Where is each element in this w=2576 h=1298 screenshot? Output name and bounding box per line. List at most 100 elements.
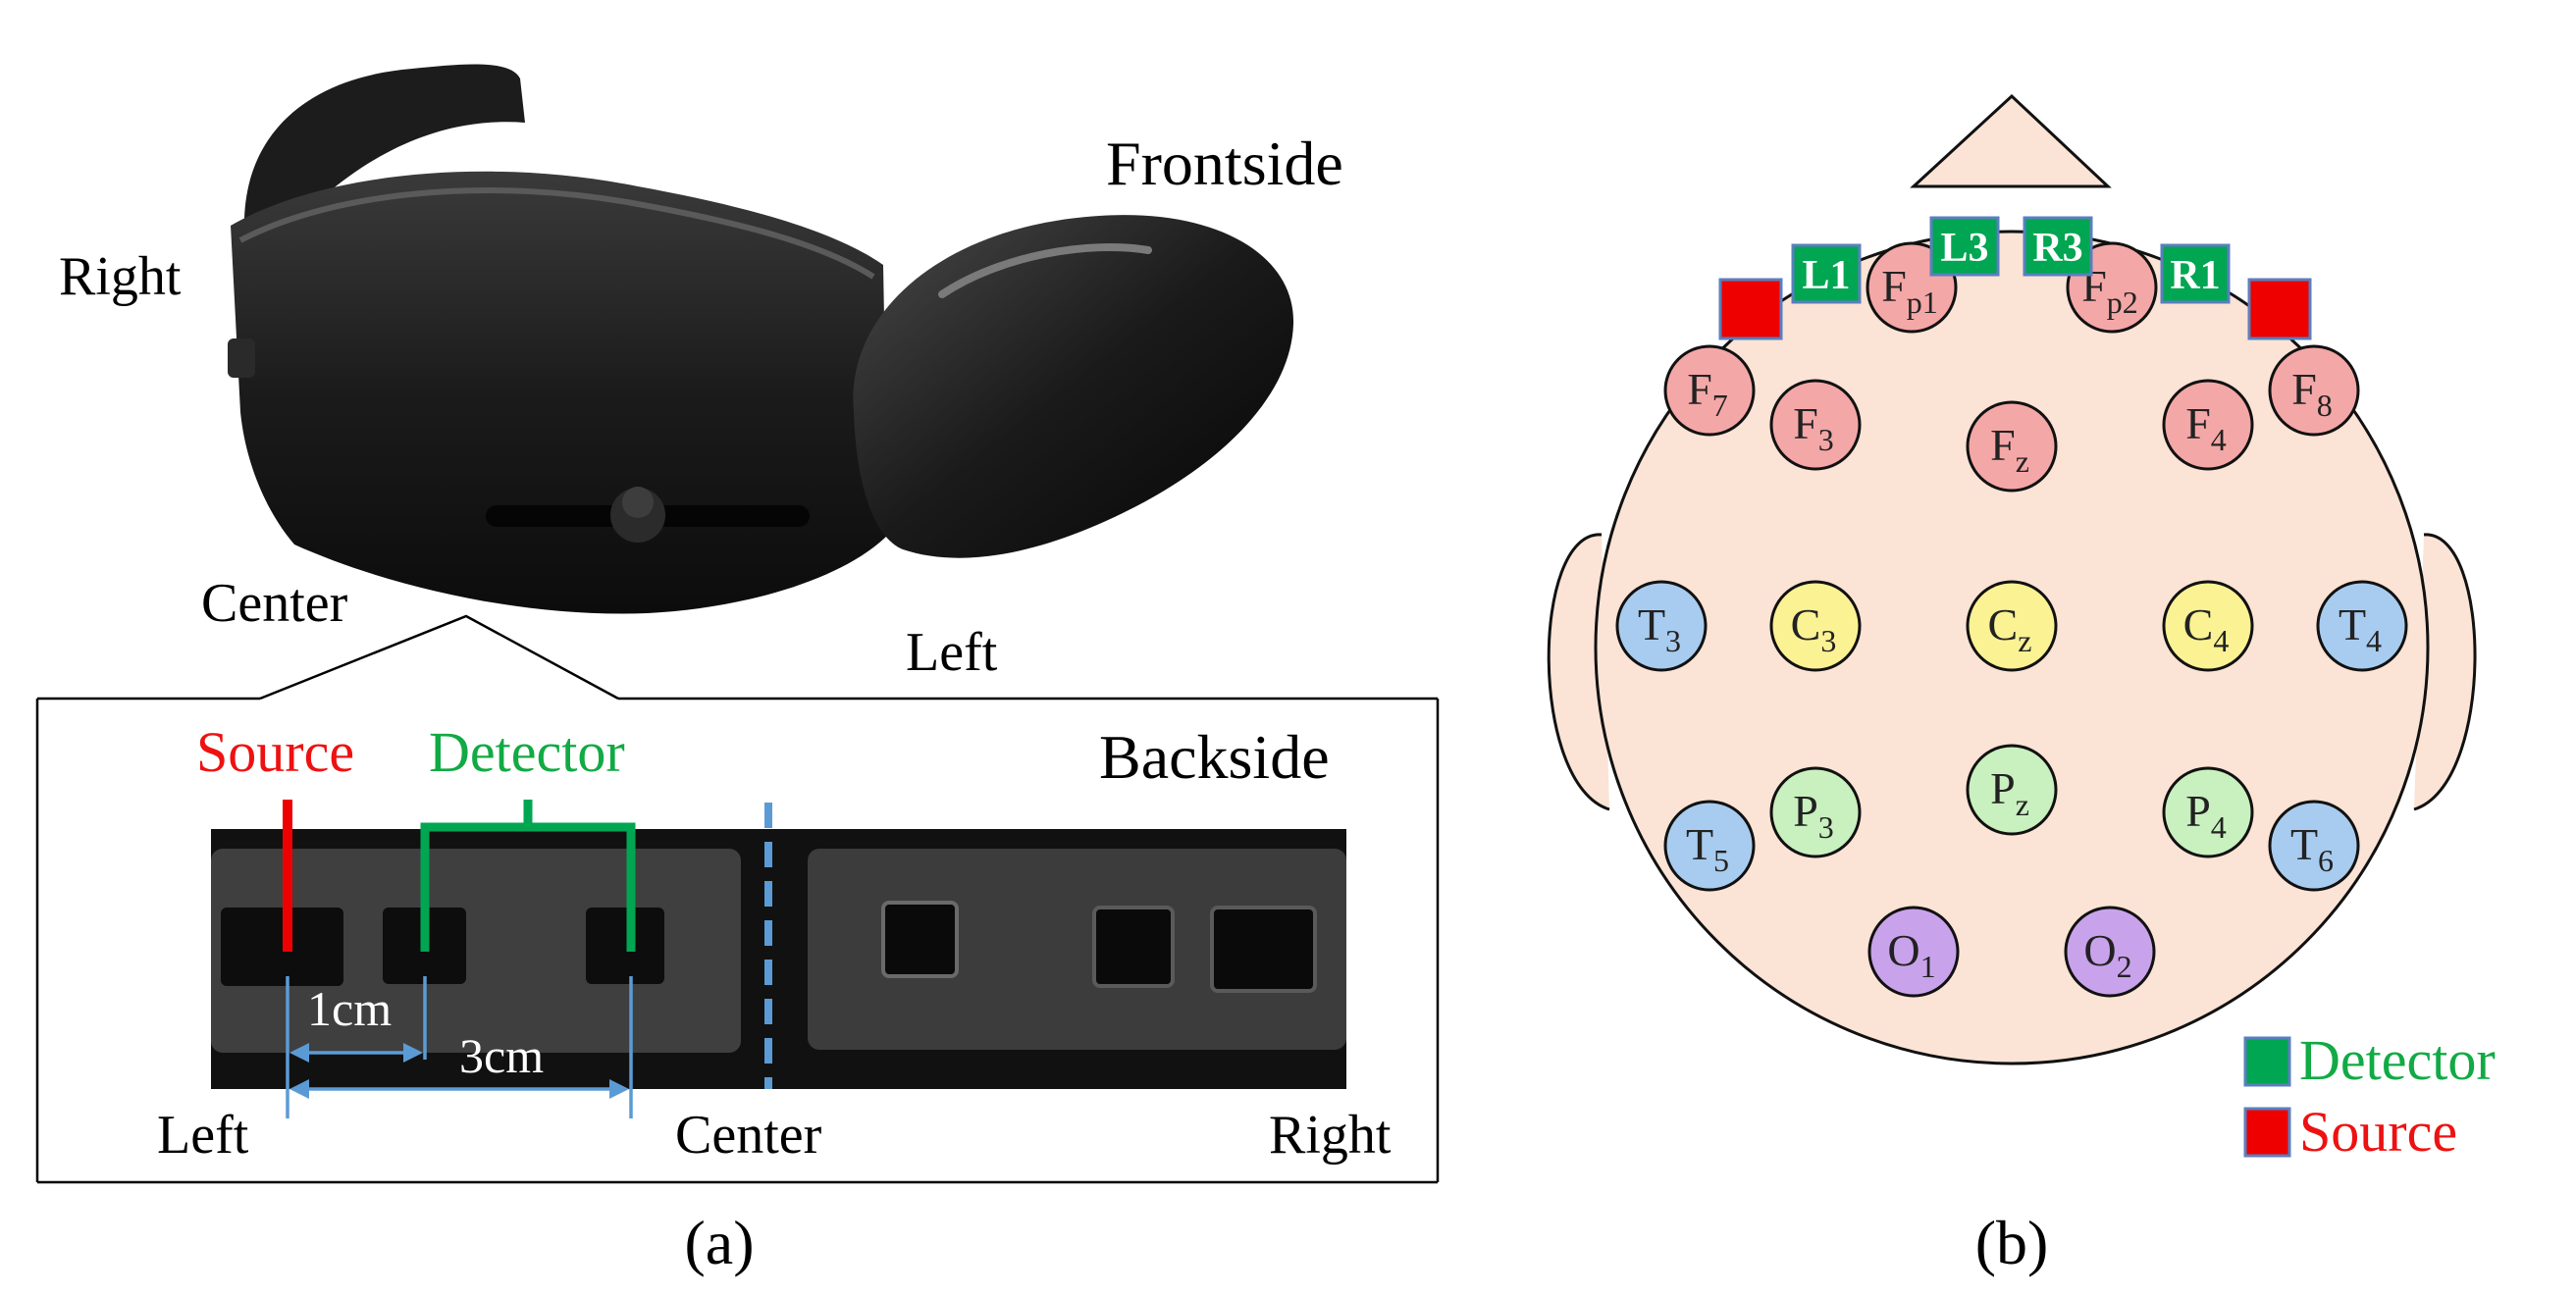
electrode-label: Pz bbox=[1990, 763, 2029, 822]
detector-box bbox=[2023, 216, 2093, 277]
electrode-label-sub: 2 bbox=[2117, 949, 2132, 984]
nose bbox=[1910, 93, 2112, 188]
electrode-label-base: F bbox=[1687, 364, 1712, 414]
electrode-label-base: F bbox=[1990, 420, 2016, 470]
electrode-label-sub: p2 bbox=[2107, 285, 2138, 320]
electrode-t5: T5 bbox=[1663, 800, 1756, 892]
headband-back-arch bbox=[243, 64, 525, 294]
detector-label: L3 bbox=[1940, 226, 1988, 271]
electrode-label-base: P bbox=[1990, 763, 2016, 813]
electrode-label-sub: 4 bbox=[2211, 422, 2227, 457]
legend-detector-swatch bbox=[2243, 1036, 2291, 1087]
backside-box bbox=[35, 697, 1440, 1184]
electrode-circle bbox=[2268, 800, 2360, 892]
dist-long-label: 3cm bbox=[459, 1028, 544, 1083]
electrode-label-sub: 5 bbox=[1713, 843, 1729, 878]
electrode-o1: O1 bbox=[1867, 906, 1960, 998]
dimensions bbox=[286, 976, 633, 1118]
electrode-label-base: P bbox=[1793, 786, 1818, 836]
electrode-label-base: T bbox=[2290, 819, 2318, 869]
legend: Detector Source bbox=[2243, 1028, 2496, 1164]
legend-source-swatch bbox=[2243, 1107, 2291, 1158]
electrode-label-sub: 8 bbox=[2317, 388, 2333, 423]
electrode-circle bbox=[1615, 580, 1708, 672]
electrode-label-base: O bbox=[2083, 925, 2116, 975]
electrode-label: F8 bbox=[2291, 364, 2333, 423]
electrode-t6: T6 bbox=[2268, 800, 2360, 892]
detector-r1: R1 bbox=[2160, 243, 2231, 304]
electrode-label: C4 bbox=[2183, 599, 2230, 658]
electrode-p3: P3 bbox=[1769, 766, 1862, 858]
pad-left bbox=[211, 849, 741, 1053]
electrode-c4: C4 bbox=[2162, 580, 2254, 672]
source-square-left bbox=[1718, 278, 1783, 340]
electrode-label: O2 bbox=[2083, 925, 2131, 984]
headband-body bbox=[231, 171, 888, 614]
detector-l1: L1 bbox=[1791, 243, 1862, 304]
electrode-f3: F3 bbox=[1769, 379, 1862, 471]
left-ear bbox=[1547, 533, 1610, 811]
electrode-label-base: F bbox=[1881, 261, 1907, 311]
pad-right bbox=[808, 849, 1346, 1050]
electrode-label-sub: 6 bbox=[2318, 843, 2334, 878]
detector-box bbox=[2160, 243, 2231, 304]
detector-label: R3 bbox=[2032, 226, 2082, 271]
electrode-label: Fp1 bbox=[1881, 261, 1938, 320]
headband-photo bbox=[228, 64, 1294, 614]
window-4 bbox=[881, 901, 959, 978]
detector-label: Detector bbox=[429, 720, 625, 784]
electrode-circle bbox=[2162, 766, 2254, 858]
electrode-label-sub: 3 bbox=[1820, 623, 1836, 658]
electrode-label-base: F bbox=[2185, 398, 2211, 448]
electrode-circle bbox=[1663, 800, 1756, 892]
electrode-circle bbox=[1769, 580, 1862, 672]
electrode-label-sub: z bbox=[2016, 443, 2029, 479]
electrode-label-base: C bbox=[2183, 599, 2214, 649]
headband-pod-highlight bbox=[938, 243, 1152, 298]
electrode-label: Cz bbox=[1988, 599, 2032, 658]
side-screw bbox=[228, 338, 255, 378]
electrode-label: P3 bbox=[1793, 786, 1834, 845]
panel-b-caption: (b) bbox=[1975, 1208, 2049, 1277]
window-3 bbox=[586, 908, 664, 984]
electrode-label-sub: 3 bbox=[1818, 422, 1834, 457]
electrode-cz: Cz bbox=[1966, 580, 2058, 672]
electrode-o2: O2 bbox=[2064, 906, 2156, 998]
front-label-center: Center bbox=[201, 573, 348, 634]
electrode-label: T3 bbox=[1638, 599, 1681, 658]
electrode-pz: Pz bbox=[1966, 744, 2058, 836]
detector-box bbox=[1791, 243, 1862, 304]
electrode-label: C3 bbox=[1791, 599, 1837, 658]
source-square-right bbox=[2247, 278, 2312, 340]
electrode-circle bbox=[2064, 906, 2156, 998]
back-label-center: Center bbox=[675, 1105, 822, 1166]
electrode-label-sub: 1 bbox=[1920, 949, 1936, 984]
slider-knob-cap bbox=[622, 487, 654, 518]
electrode-circle bbox=[1769, 379, 1862, 471]
electrode-fz: Fz bbox=[1966, 400, 2058, 493]
electrode-label-base: T bbox=[2339, 599, 2366, 649]
electrode-circle bbox=[2268, 344, 2360, 437]
electrode-label-sub: z bbox=[2018, 623, 2031, 658]
headband-top-edge bbox=[238, 187, 875, 280]
electrode-t3: T3 bbox=[1615, 580, 1708, 672]
electrode-t4: T4 bbox=[2316, 580, 2408, 672]
electrode-label: F4 bbox=[2185, 398, 2227, 457]
electrode-label: T5 bbox=[1686, 819, 1729, 878]
electrode-label: F3 bbox=[1793, 398, 1834, 457]
electrode-label: T6 bbox=[2290, 819, 2334, 878]
electrode-circle bbox=[1966, 580, 2058, 672]
window-5 bbox=[1092, 906, 1175, 988]
legend-detector-label: Detector bbox=[2299, 1028, 2496, 1092]
electrode-circle bbox=[2162, 379, 2254, 471]
electrode-label: F7 bbox=[1687, 364, 1728, 423]
electrode-f4: F4 bbox=[2162, 379, 2254, 471]
head-diagram bbox=[1547, 93, 2477, 1065]
front-title: Frontside bbox=[1106, 129, 1343, 198]
back-label-left: Left bbox=[157, 1105, 249, 1166]
electrode-label: O1 bbox=[1887, 925, 1935, 984]
front-label-right: Right bbox=[59, 246, 182, 307]
electrode-label-sub: 3 bbox=[1665, 623, 1681, 658]
electrode-label-base: O bbox=[1887, 925, 1919, 975]
electrode-label-sub: z bbox=[2016, 787, 2029, 822]
